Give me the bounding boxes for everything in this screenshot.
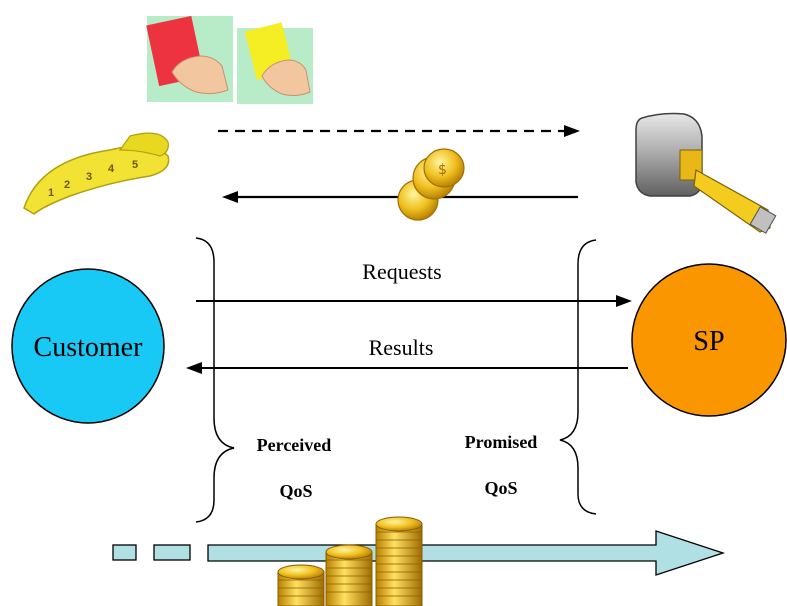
sp-label: SP [693, 326, 724, 357]
customer-label: Customer [34, 332, 144, 363]
sp-node: SP [631, 263, 787, 417]
results-label: Results [369, 335, 434, 360]
right-brace [559, 239, 597, 515]
requests-label: Requests [362, 259, 441, 284]
promised-qos-line1: Promised [465, 432, 538, 452]
results-arrow [186, 362, 628, 374]
svg-text:2: 2 [64, 179, 70, 191]
coin-stacks-icon [277, 516, 423, 606]
requests-arrow [196, 295, 632, 307]
yellow-card-icon [237, 22, 313, 104]
svg-text:3: 3 [86, 171, 92, 183]
svg-text:$: $ [438, 162, 447, 178]
tape-measure-icon: 1 2 3 4 5 [23, 132, 170, 215]
coins-icon: $ [397, 148, 465, 221]
tape-measure-case-icon [635, 112, 777, 234]
svg-text:1: 1 [48, 187, 54, 199]
promised-qos-line2: QoS [484, 478, 517, 498]
perceived-qos-line2: QoS [279, 481, 312, 501]
svg-text:4: 4 [108, 163, 115, 175]
svg-text:5: 5 [132, 159, 138, 171]
customer-node: Customer [11, 268, 165, 424]
perceived-qos-line1: Perceived [257, 435, 332, 455]
dashed-arrow [218, 125, 580, 137]
left-brace [195, 237, 235, 523]
red-card-icon [146, 15, 233, 102]
timeline-arrow [112, 530, 726, 576]
